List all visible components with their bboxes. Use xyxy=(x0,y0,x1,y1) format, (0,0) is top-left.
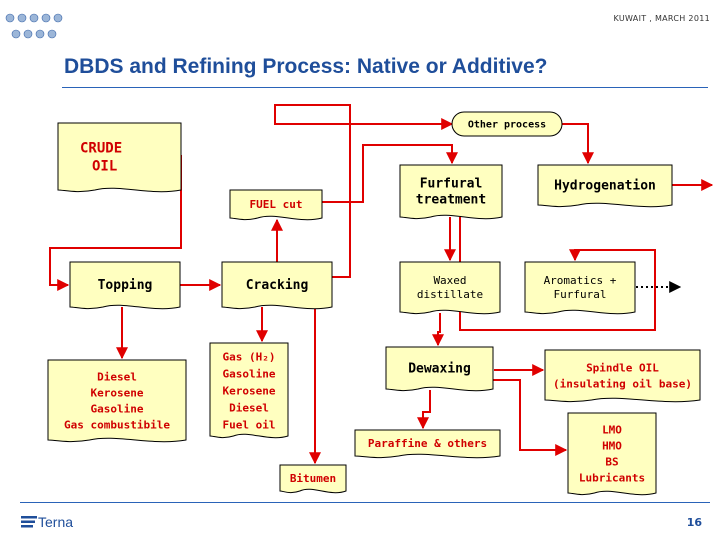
node-shape xyxy=(279,464,347,494)
title-divider xyxy=(62,87,708,88)
node-label: OIL xyxy=(92,159,117,175)
node-label: Bitumen xyxy=(290,472,336,485)
node-fuel-cut: FUEL cut xyxy=(229,189,323,221)
node-cracking: Cracking xyxy=(221,261,333,310)
logo-text: Terna xyxy=(38,514,74,530)
node-shape xyxy=(544,349,701,403)
node-shape xyxy=(69,261,181,310)
node-paraffine: Paraffine & others xyxy=(354,429,501,459)
node-shape xyxy=(399,164,503,220)
node-crude-oil: CRUDE OIL xyxy=(57,122,182,193)
node-label: Lubricants xyxy=(579,471,645,484)
node-spindle-oil: Spindle OIL (insulating oil base) xyxy=(544,349,701,403)
node-label: Furfural xyxy=(554,288,607,301)
node-label: Kerosene xyxy=(91,386,144,399)
edge-crude-to-topping xyxy=(49,155,182,291)
edge-other-to-hydro xyxy=(562,123,594,165)
node-label: Waxed xyxy=(433,274,466,287)
node-aromatics-furfural: Aromatics +Furfural xyxy=(524,261,636,315)
node-label: Gas (H₂) xyxy=(223,350,276,363)
node-label: Hydrogenation xyxy=(554,178,656,193)
node-lubricants: LMO HMO BS Lubricants xyxy=(567,412,657,496)
terna-logo-icon xyxy=(21,516,37,528)
node-label: treatment xyxy=(416,192,486,207)
node-label: Diesel xyxy=(97,370,137,383)
node-label: Dewaxing xyxy=(408,361,471,376)
node-label: Gasoline xyxy=(91,402,144,415)
edge-cracking-up-to-other xyxy=(274,104,454,278)
edge-dewaxing-to-lubricants xyxy=(485,379,568,456)
node-label: Cracking xyxy=(246,278,309,293)
node-other-process: Other process xyxy=(451,111,563,137)
node-shape xyxy=(57,122,182,193)
header-date: KUWAIT , MARCH 2011 xyxy=(613,14,710,23)
node-shape xyxy=(399,261,501,315)
node-label: Gasoline xyxy=(223,367,276,380)
node-shape xyxy=(385,346,494,392)
node-label: FUEL cut xyxy=(250,198,303,211)
node-shape xyxy=(221,261,333,310)
node-label: BS xyxy=(605,455,618,468)
node-hydrogenation: Hydrogenation xyxy=(537,164,673,208)
node-dewaxing: Dewaxing xyxy=(385,346,494,392)
node-shape xyxy=(451,111,563,137)
node-bitumen: Bitumen xyxy=(279,464,347,494)
footer-divider xyxy=(20,502,710,503)
node-shape xyxy=(47,359,187,443)
node-label: Kerosene xyxy=(223,384,276,397)
node-label: CRUDE xyxy=(80,141,122,157)
node-shape xyxy=(209,342,289,439)
node-label: Diesel xyxy=(229,401,269,414)
node-label: Furfural xyxy=(420,176,483,191)
page-number: 16 xyxy=(686,516,702,529)
node-label: Paraffine & others xyxy=(368,437,487,450)
node-label: Other process xyxy=(468,119,546,130)
node-label: Spindle OIL xyxy=(586,361,659,374)
node-label: distillate xyxy=(417,288,483,301)
node-topping: Topping xyxy=(69,261,181,310)
node-shape xyxy=(354,429,501,459)
node-label: HMO xyxy=(602,439,622,452)
node-label: Fuel oil xyxy=(223,418,276,431)
node-label: Topping xyxy=(98,278,153,293)
node-label: LMO xyxy=(602,423,622,436)
node-label: Aromatics + xyxy=(544,274,617,287)
node-shape xyxy=(229,189,323,221)
node-label: (insulating oil base) xyxy=(553,377,692,390)
header-logo-dots xyxy=(5,13,63,39)
node-shape xyxy=(524,261,636,315)
node-shape xyxy=(567,412,657,496)
edge-waxed-to-dewaxing xyxy=(432,313,444,347)
page-title: DBDS and Refining Process: Native or Add… xyxy=(64,55,548,78)
edge-dewaxing-to-paraffine xyxy=(417,390,431,430)
node-label: Gas combustibile xyxy=(64,418,170,431)
edge-fuelcut-to-furfural xyxy=(322,144,458,203)
node-shape xyxy=(537,164,673,208)
